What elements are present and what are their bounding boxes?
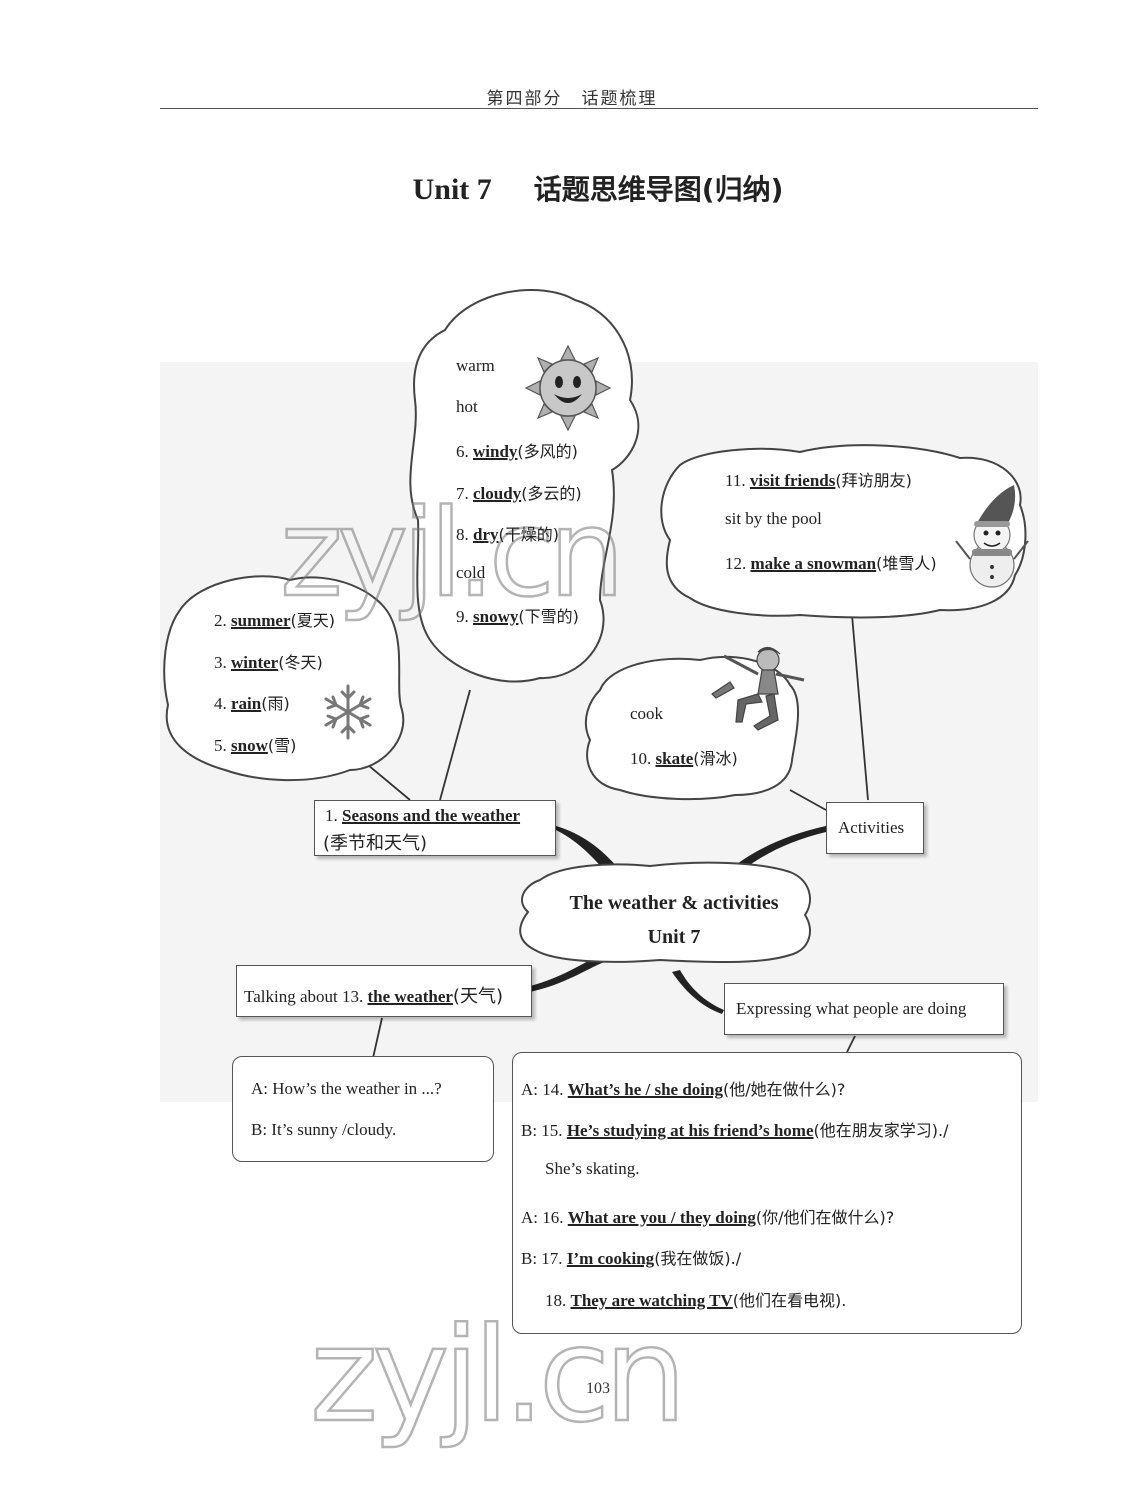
answer-6: windy [473,442,518,461]
activity-item-11: 11. visit friends(拜访朋友) [725,471,912,490]
season-item-2: 2. summer(夏天) [214,611,335,630]
weather-item-9: 9. snowy(下雪的) [456,607,579,626]
sun-icon [540,350,598,408]
sun-icon-drawing [524,344,612,432]
weather-warm: warm [456,356,495,375]
page-number: 103 [586,1380,610,1397]
weather-item-6: 6. windy(多风的) [456,442,578,461]
dialog-line-15b: She’s skating. [545,1159,640,1178]
center-title: The weather & activities [569,892,779,914]
weather-dialog-a: A: How’s the weather in ...? [251,1079,442,1098]
snowman-icon [958,486,1028,570]
dialog-line-18: 18. They are watching TV(他们在看电视). [545,1291,847,1310]
title-unit: Unit 7 [412,173,492,206]
skater-icon [712,648,808,738]
watermark-top: zyjl.cn [280,485,619,624]
activity-item-10: 10. skate(滑冰) [630,749,738,768]
weather-item-7: 7. cloudy(多云的) [456,484,582,503]
talking-box: Talking about 13. the weather(天气) [236,965,532,1017]
season-item-4: 4. rain(雨) [214,694,290,713]
skater-icon-drawing [711,646,805,731]
weather-cold: cold [456,563,486,582]
page-title: Unit 7 话题思维导图(归纳) [0,168,1144,208]
answer-8: dry [473,525,499,544]
activity-pool: sit by the pool [725,509,822,528]
dialog-line-16: A: 16. What are you / they doing(你/他们在做什… [521,1208,895,1227]
activities-box: Activities [826,802,924,854]
header-rule [160,108,1038,109]
answer-1: Seasons and the weather [342,806,521,825]
weather-dialog-b: B: It’s sunny /cloudy. [251,1120,397,1139]
title-topic: 话题思维导图(归纳) [533,173,784,206]
page-header: 第四部分 话题梳理 [486,89,658,108]
dialog-line-17: B: 17. I’m cooking(我在做饭)./ [521,1249,742,1268]
center-cloud-shape [519,861,811,964]
seasons-box-cn: (季节和天气) [323,833,428,854]
activity-cook: cook [630,704,664,723]
tv-family-icon [893,1237,1003,1317]
weather-item-8: 8. dry(干燥的) [456,525,559,544]
weather-dialog-box: A: How’s the weather in ...? B: It’s sun… [232,1056,494,1162]
visit-cloud-shape [660,444,1027,619]
dialog-line-14: A: 14. What’s he / she doing(他/她在做什么)? [521,1080,846,1099]
doing-dialog-box: A: 14. What’s he / she doing(他/她在做什么)? B… [512,1052,1022,1334]
dialog-line-15: B: 15. He’s studying at his friend’s hom… [521,1121,949,1140]
season-item-5: 5. snow(雪) [214,736,297,755]
season-item-3: 3. winter(冬天) [214,653,323,672]
snowflake-icon [322,686,374,738]
answer-9: snowy [473,607,519,626]
answer-7: cloudy [473,484,522,503]
expressing-box: Expressing what people are doing [724,983,1004,1035]
weather-hot: hot [456,397,478,416]
snowman-icon-drawing [955,485,1029,588]
snowflake-icon-drawing [324,684,372,740]
answer-13: the weather [367,987,453,1006]
seasons-weather-box: 1. Seasons and the weather (季节和天气) [314,800,556,856]
center-unit: Unit 7 [647,926,701,948]
cook-cloud-shape [584,655,800,801]
activity-item-12: 12. make a snowman(堆雪人) [725,554,937,573]
